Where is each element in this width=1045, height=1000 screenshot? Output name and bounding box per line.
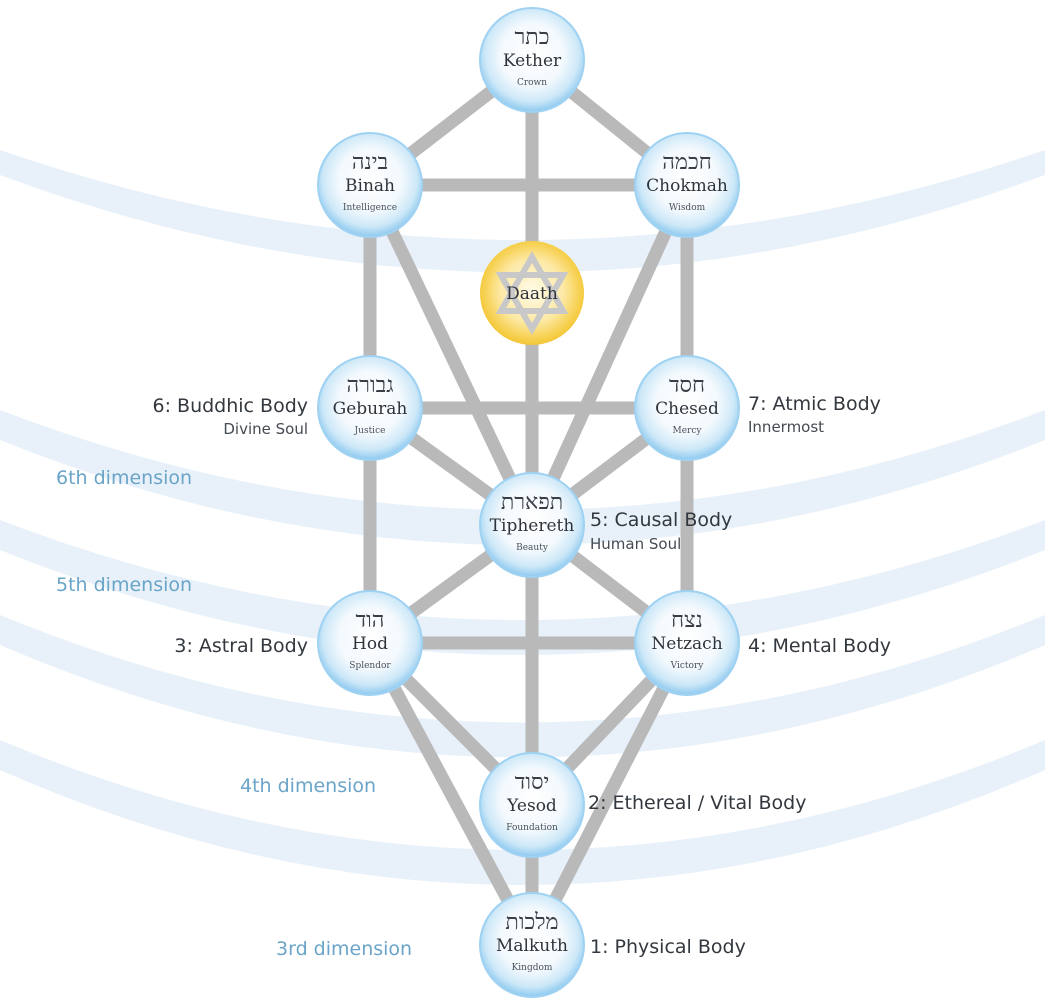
sephirah-name: Kether xyxy=(503,51,562,71)
sephirah-sphere xyxy=(317,355,423,461)
sephirah-name: Tiphereth xyxy=(490,516,575,536)
dimension-5-label: 5th dimension xyxy=(56,574,192,596)
sephirah-name: Netzach xyxy=(651,634,722,654)
causal-body-subtitle: Human Soul xyxy=(590,535,681,553)
star-of-david-icon xyxy=(495,251,569,314)
buddhic-body-title: 6: Buddhic Body xyxy=(153,395,309,417)
sephirah-sphere xyxy=(479,752,585,858)
sephirah-sphere xyxy=(479,472,585,578)
dimension-6-label: 6th dimension xyxy=(56,467,192,489)
sephirah-meaning: Wisdom xyxy=(669,203,706,213)
sephirah-sphere xyxy=(634,590,740,696)
sephirah-hebrew: חכמה xyxy=(662,150,711,175)
sephirah-hebrew: מלכות xyxy=(505,910,558,935)
sephirah-meaning: Victory xyxy=(670,661,705,671)
sephirah-sphere xyxy=(634,132,740,238)
astral-body-title: 3: Astral Body xyxy=(174,635,308,657)
causal-body-title: 5: Causal Body xyxy=(590,509,732,531)
atmic-body-title: 7: Atmic Body xyxy=(748,393,881,415)
sephirah-meaning: Justice xyxy=(354,426,386,436)
sephirah-hebrew: חסד xyxy=(669,373,705,398)
buddhic-body-subtitle: Divine Soul xyxy=(223,420,308,438)
band-2 xyxy=(0,410,1045,545)
sephirah-hebrew: כתר xyxy=(515,25,550,50)
path-binah-tiphereth xyxy=(364,182,538,528)
physical-body-title: 1: Physical Body xyxy=(590,936,746,958)
dimension-4-label: 4th dimension xyxy=(240,775,376,797)
ethereal-body-title: 2: Ethereal / Vital Body xyxy=(588,792,806,814)
sephirah-sphere xyxy=(479,7,585,113)
sephirah-meaning: Foundation xyxy=(506,823,558,833)
atmic-body-subtitle: Innermost xyxy=(748,418,824,436)
band-1 xyxy=(0,150,1045,273)
sephirah-name: Geburah xyxy=(333,399,408,419)
sephirah-hebrew: גבורה xyxy=(347,373,394,398)
sephirah-name: Yesod xyxy=(506,796,557,816)
sephirah-hebrew: נצח xyxy=(671,608,703,633)
sephirah-name: Chesed xyxy=(655,399,719,419)
sephirah-daath: Daath xyxy=(480,241,584,345)
dimension-bands xyxy=(0,150,1045,885)
band-5 xyxy=(0,740,1045,885)
sephirah-meaning: Beauty xyxy=(516,543,549,553)
sephirah-sphere xyxy=(634,355,740,461)
sephirah-name: Binah xyxy=(345,176,395,196)
daath-sphere xyxy=(480,241,584,345)
sephirah-hebrew: בינה xyxy=(352,150,388,175)
dimension-3-label: 3rd dimension xyxy=(276,938,412,960)
sephirah-sphere xyxy=(317,132,423,238)
sephirah-meaning: Splendor xyxy=(349,661,391,671)
path-chokmah-tiphereth xyxy=(526,182,693,528)
sephiroth-layer: כתרKetherCrownבינהBinahIntelligenceחכמהC… xyxy=(317,7,740,998)
path-hod-malkuth xyxy=(364,639,538,949)
sephirah-name: Chokmah xyxy=(646,176,728,196)
sephirah-name: Daath xyxy=(506,284,558,304)
sephirah-meaning: Mercy xyxy=(673,426,703,436)
band-4 xyxy=(0,615,1045,758)
sephirah-hebrew: הוד xyxy=(356,608,385,633)
band-3 xyxy=(0,520,1045,655)
sephirah-meaning: Crown xyxy=(517,78,547,88)
sephirah-sphere xyxy=(317,590,423,696)
sephirah-hebrew: יסוד xyxy=(515,770,550,795)
body-labels: 6: Buddhic Body Divine Soul 7: Atmic Bod… xyxy=(153,393,892,958)
sephirah-hebrew: תפארת xyxy=(501,490,563,515)
sephirah-name: Hod xyxy=(352,634,388,654)
star-of-david-icon-inverted xyxy=(495,272,569,335)
sephirah-sphere xyxy=(479,892,585,998)
path-netzach-malkuth xyxy=(526,640,693,948)
sephirah-name: Malkuth xyxy=(496,936,568,956)
dimension-labels: 6th dimension 5th dimension 4th dimensio… xyxy=(56,467,412,960)
sephirah-meaning: Kingdom xyxy=(512,963,553,973)
mental-body-title: 4: Mental Body xyxy=(748,635,891,657)
sephirah-meaning: Intelligence xyxy=(343,203,397,213)
